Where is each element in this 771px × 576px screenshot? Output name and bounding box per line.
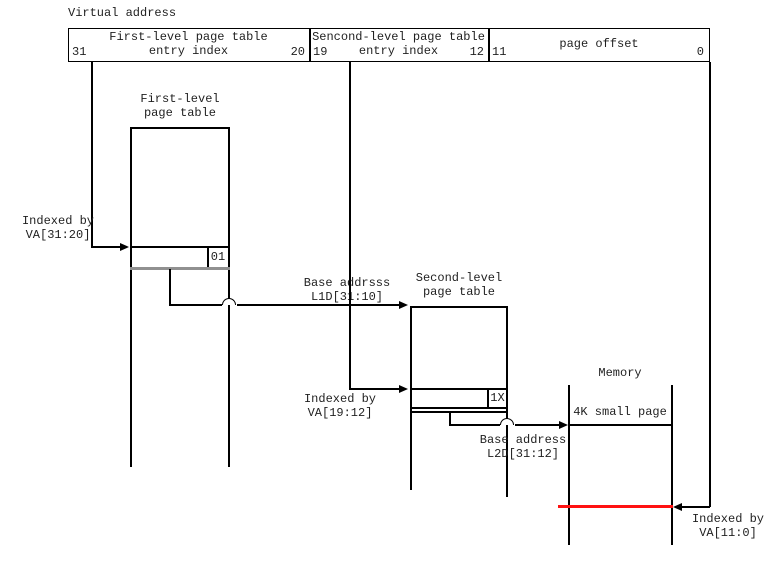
va-bit-19: 19	[313, 45, 328, 59]
l2-table-label-line2: page table	[422, 285, 495, 299]
l2-table-right-edge	[506, 306, 508, 497]
va19-12-right-line	[349, 388, 399, 390]
l1-table-label-line2: page table	[143, 106, 216, 120]
l2-base-right-line-a	[449, 424, 500, 426]
l2-entry-bottom-border	[410, 407, 508, 409]
va11-0-left-line	[682, 506, 710, 508]
l2-entry-value: 1X	[490, 391, 505, 405]
va31-20-down-line	[91, 62, 93, 247]
va-bit-31: 31	[72, 45, 87, 59]
l1-base-right-line-b	[237, 304, 399, 306]
l1-entry-bottom-gray-line	[130, 267, 230, 270]
va-field1-label-line1: First-level page table	[109, 30, 268, 44]
indexed-by-va19-12-line1: Indexed by	[303, 392, 376, 406]
base-address-l2-line2: L2D[31:12]	[486, 447, 559, 461]
va31-20-right-line	[91, 246, 120, 248]
base-address-l1-line1: Base addrsss	[303, 276, 391, 290]
l2-entry-cell-divider	[487, 388, 489, 408]
l1-base-right-line-a	[169, 304, 222, 306]
indexed-by-va11-0-line2: VA[11:0]	[699, 526, 757, 540]
virtual-address-label: Virtual address	[68, 6, 177, 20]
l1-base-down-line	[169, 269, 171, 305]
memory-left-edge	[568, 385, 570, 545]
memory-page-arrow-icon	[559, 421, 568, 429]
va-field3-label: page offset	[559, 37, 639, 51]
l1-entry-cell-divider	[207, 246, 209, 268]
base-address-l1-line2: L1D[31:10]	[310, 290, 383, 304]
base-address-l2-line1: Base address	[479, 433, 567, 447]
l1-table-top-border	[130, 127, 230, 129]
l2-base-down-line	[449, 412, 451, 426]
indexed-by-va31-20-line1: Indexed by	[21, 214, 94, 228]
line-hop-icon	[222, 298, 236, 305]
memory-page-boundary-line	[568, 424, 673, 426]
va-box	[68, 28, 710, 62]
va-box-divider-1	[309, 28, 311, 62]
va-box-divider-2	[488, 28, 490, 62]
l2-table-top-border	[410, 306, 508, 308]
memory-offset-highlight-line	[558, 505, 673, 508]
va-bit-20: 20	[290, 45, 305, 59]
l2-table-label-line1: Second-level	[415, 271, 503, 285]
va19-12-down-line	[349, 62, 351, 390]
l1-index-arrow-icon	[120, 243, 129, 251]
va11-0-down-line	[709, 62, 711, 507]
indexed-by-va31-20-line2: VA[31:20]	[25, 228, 91, 242]
indexed-by-va11-0-line1: Indexed by	[691, 512, 764, 526]
va-field2-label-line1: Sencond-level page table	[312, 30, 485, 44]
l2-base-right-line-b	[515, 424, 559, 426]
l2-table-left-edge	[410, 306, 412, 490]
l2-entry-top-border	[410, 388, 508, 390]
indexed-by-va19-12-line2: VA[19:12]	[307, 406, 373, 420]
l2-entry-lower-line	[410, 411, 508, 413]
l1-entry-top-border	[130, 246, 230, 248]
va-field2-label-line2: entry index	[358, 44, 439, 58]
va-field1-label-line2: entry index	[148, 44, 229, 58]
l2-base-arrow-icon	[399, 301, 408, 309]
memory-page-label: 4K small page	[573, 405, 667, 419]
memory-right-edge	[671, 385, 673, 545]
line-hop-icon	[500, 418, 514, 425]
l2-index-arrow-icon	[399, 385, 408, 393]
l1-entry-value: 01	[210, 250, 226, 264]
l1-table-left-edge	[130, 127, 132, 467]
l1-table-label-line1: First-level	[140, 92, 220, 106]
va-bit-12: 12	[469, 45, 484, 59]
va-bit-11: 11	[492, 45, 507, 59]
l1-table-right-edge	[228, 127, 230, 467]
memory-offset-arrow-icon	[673, 503, 682, 511]
va-bit-0: 0	[696, 45, 704, 59]
memory-label: Memory	[598, 366, 642, 380]
